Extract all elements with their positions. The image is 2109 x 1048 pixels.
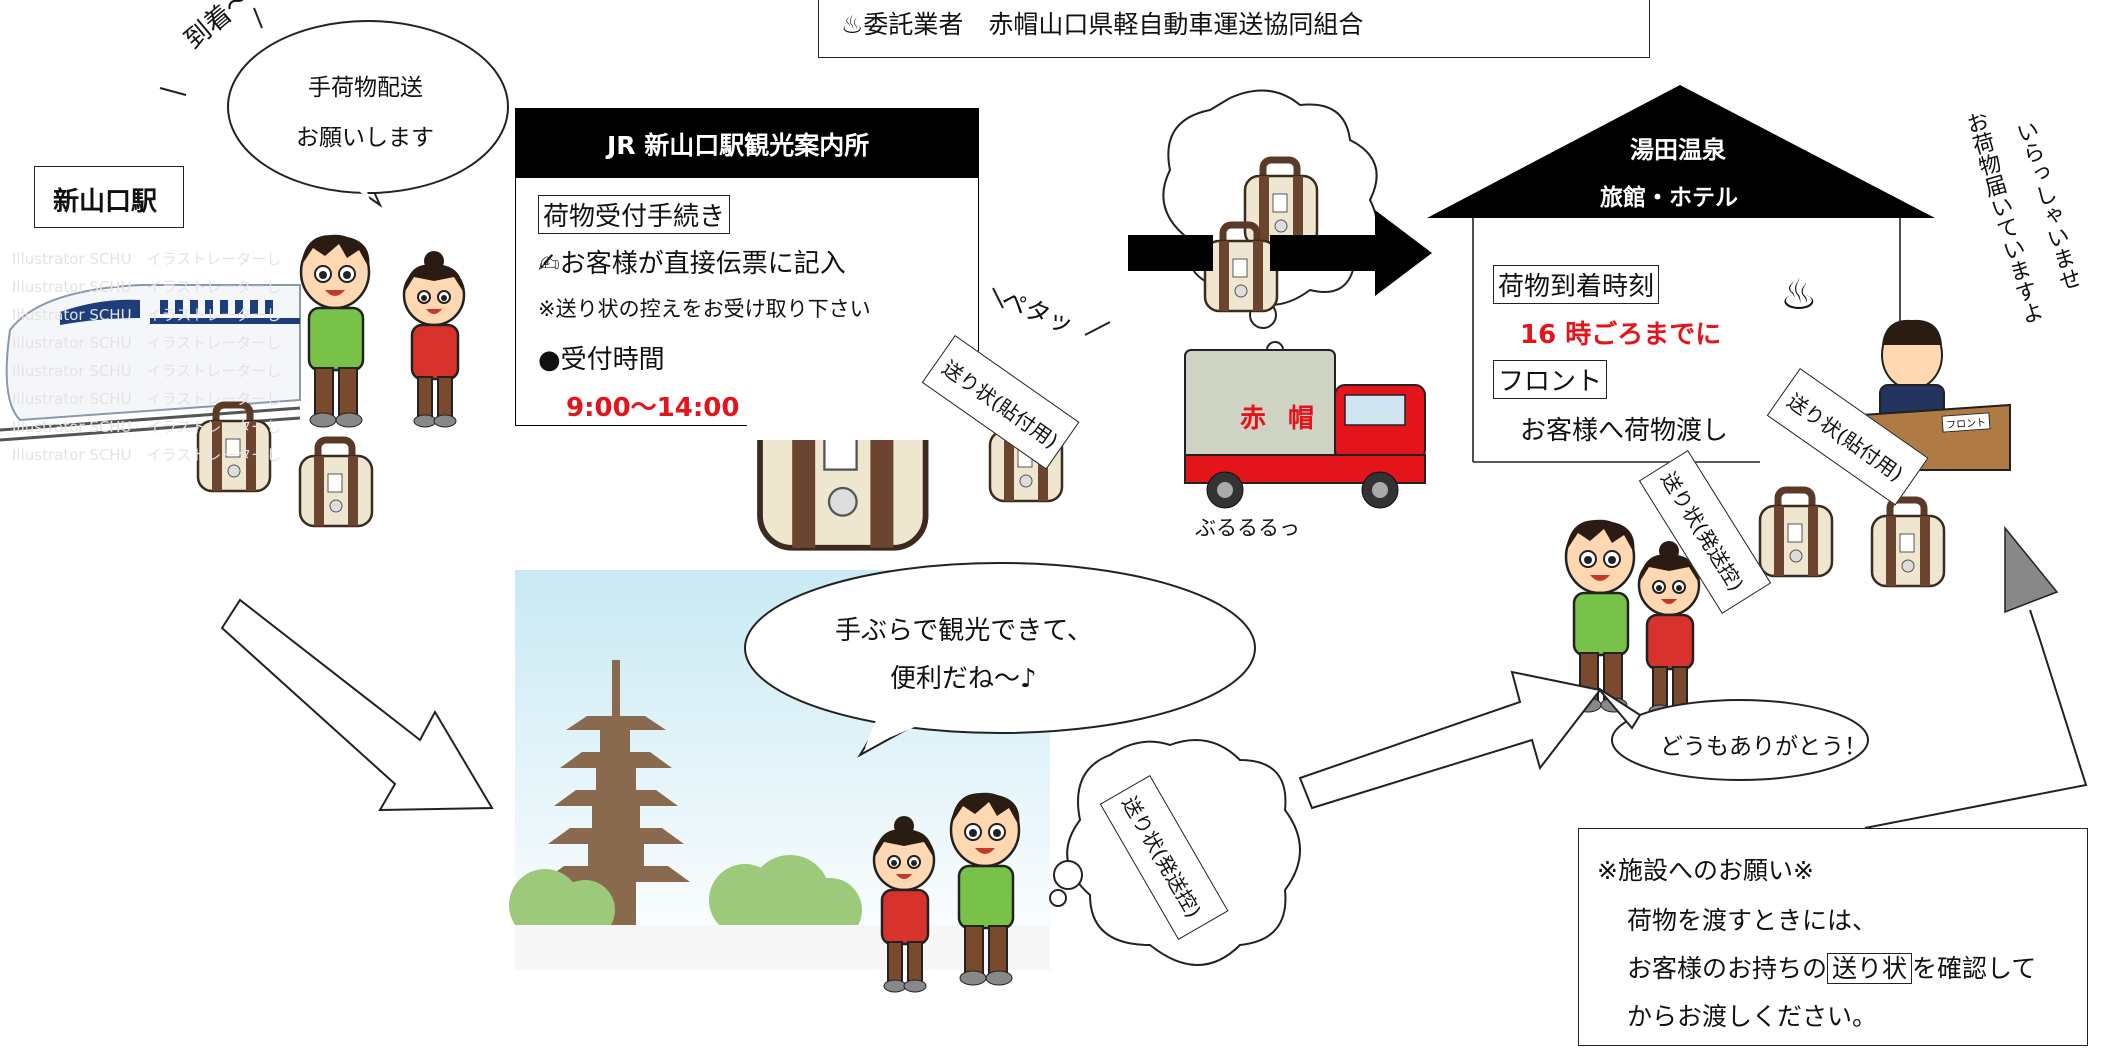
- procedure-line2: ※送り状の控えをお受け取り下さい: [538, 297, 871, 321]
- handover-text: お客様へ荷物渡し: [1520, 416, 1729, 446]
- boy-icon: [1564, 518, 1636, 714]
- slip-highlight: 送り状: [1827, 953, 1913, 984]
- truck-icon: [1184, 349, 1426, 509]
- tourist-speech-line2: 便利だね〜♪: [890, 664, 1037, 694]
- truck-side-text: 赤帽: [1240, 404, 1337, 434]
- speech-request-line2: お願いします: [296, 125, 434, 151]
- watermark-line: Illustrator SCHU イラストレーターし: [12, 306, 282, 324]
- truck-sfx: ぶるるるっ: [1195, 516, 1300, 540]
- request-line2: お客様のお持ちの送り状を確認して: [1627, 953, 2037, 984]
- thanks-text: どうもありがとう！: [1660, 734, 1867, 760]
- shinkansen-icon: [0, 284, 301, 442]
- front-label: フロント: [1493, 360, 1608, 399]
- suitcase-icon: [300, 440, 372, 526]
- boy-icon: [299, 233, 371, 429]
- operator-header: ♨委託業者 赤帽山口県軽自動車運送協同組合: [818, 0, 1650, 58]
- tourist-office-title-bar: JR 新山口駅観光案内所: [515, 108, 979, 178]
- suitcase-icon: [1760, 490, 1832, 576]
- hours-label: ●受付時間: [538, 345, 665, 375]
- tourist-speech-line1: 手ぶらで観光できて、: [835, 616, 1093, 646]
- watermark-line: Illustrator SCHU イラストレーターし: [12, 250, 282, 268]
- girl-icon: [1637, 539, 1701, 719]
- operator-text: ♨委託業者 赤帽山口県軽自動車運送協同組合: [841, 10, 1364, 39]
- hotel-roof-line2: 旅館・ホテル: [1600, 184, 1738, 211]
- request-line3: からお渡しください。: [1627, 1002, 1878, 1031]
- hours-value: 9:00〜14:00: [566, 393, 740, 423]
- procedure-line1: ✍お客様が直接伝票に記入: [538, 249, 846, 279]
- speech-request-line1: 手荷物配送: [308, 75, 423, 101]
- watermark-line: Illustrator SCHU イラストレーターし: [12, 446, 282, 464]
- facility-request-box: ※施設へのお願い※ 荷物を渡すときには、 お客様のお持ちの送り状を確認して から…: [1578, 828, 2088, 1046]
- watermark-line: Illustrator SCHU イラストレーターし: [12, 278, 282, 296]
- procedure-label: 荷物受付手続き: [538, 195, 731, 234]
- watermark-line: Illustrator SCHU イラストレーターし: [12, 390, 282, 408]
- desk-sign: フロント: [1941, 412, 1991, 433]
- hot-spring-icon: ♨: [1780, 270, 1818, 319]
- girl-icon: [402, 249, 466, 429]
- suitcase-icon: [1872, 500, 1944, 586]
- hotel-roof-line1: 湯田温泉: [1630, 135, 1726, 164]
- request-title: ※施設へのお願い※: [1597, 856, 1814, 885]
- station-label: 新山口駅: [34, 166, 184, 228]
- request-line1: 荷物を渡すときには、: [1627, 906, 1878, 935]
- watermark: Illustrator SCHU イラストレーターし Illustrator S…: [12, 245, 281, 469]
- tourist-office-panel: JR 新山口駅観光案内所 荷物受付手続き ✍お客様が直接伝票に記入 ※送り状の控…: [515, 108, 979, 426]
- tourist-office-title: JR 新山口駅観光案内所: [607, 131, 870, 160]
- watermark-line: Illustrator SCHU イラストレーターし: [12, 418, 282, 436]
- watermark-line: Illustrator SCHU イラストレーターし: [12, 334, 282, 352]
- arrival-time-value: 16 時ごろまでに: [1520, 320, 1722, 350]
- watermark-line: Illustrator SCHU イラストレーターし: [12, 362, 282, 380]
- arrival-time-label: 荷物到着時刻: [1493, 265, 1660, 304]
